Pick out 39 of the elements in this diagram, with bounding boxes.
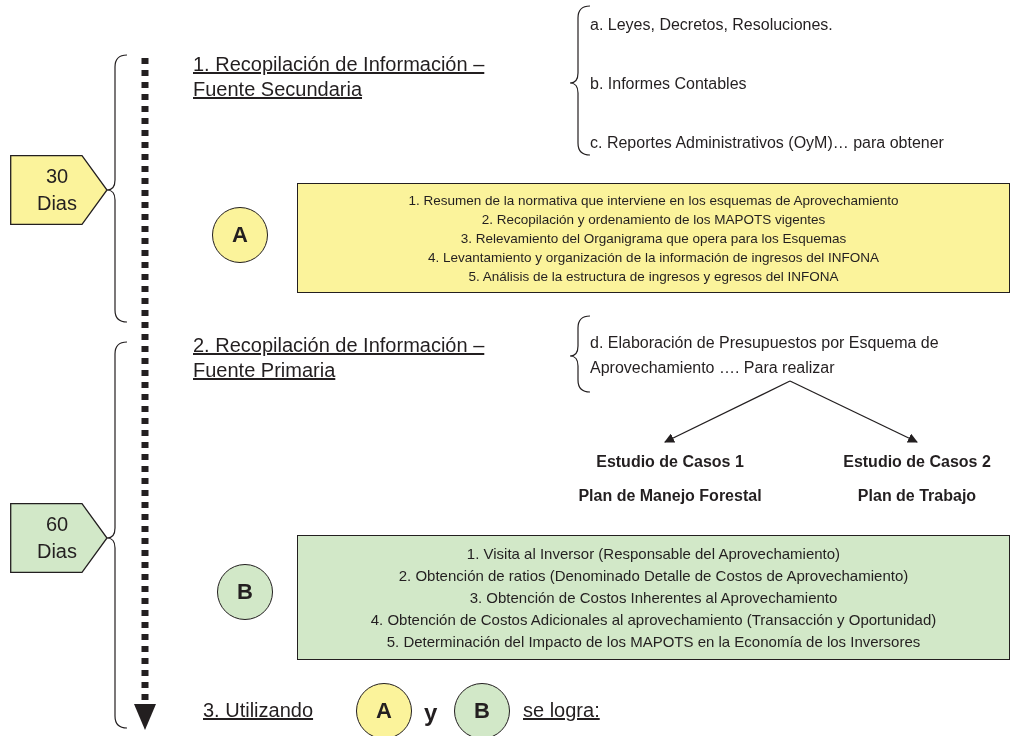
conjunction-text: y bbox=[424, 700, 438, 725]
letter-text: A bbox=[232, 222, 248, 248]
arrow bbox=[664, 380, 791, 443]
section-heading: 1. Recopilación de Información – Fuente Secundaria bbox=[193, 52, 486, 102]
item-text: d. Elaboración de Presupuestos por Esquema de Aprovechamiento …. Para realizar bbox=[590, 333, 940, 378]
letter-circle bbox=[356, 683, 412, 736]
duration-tag bbox=[10, 155, 108, 225]
list-item: 1. Visita al Inversor (Responsable del Aprovechamiento) bbox=[466, 543, 841, 564]
duration-tag bbox=[10, 503, 108, 573]
item-text: b. Informes Contables bbox=[590, 74, 747, 94]
task-list-box bbox=[297, 183, 1010, 293]
letter-text: B bbox=[237, 579, 253, 605]
letter-text: B bbox=[474, 698, 490, 724]
item-text: c. Reportes Administrativos (OyM)… para obtener bbox=[590, 133, 944, 153]
list-item: 1. Resumen de la normativa que interviene en los esquemas de Aprovechamiento bbox=[408, 191, 899, 210]
list-item: 5. Determinación del Impacto de los MAPOTS en la Economía de los Inversores bbox=[386, 631, 921, 652]
section-heading: se logra: bbox=[523, 698, 600, 723]
duration-text: 60 Dias bbox=[36, 512, 78, 564]
list-item: 3. Obtención de Costos Inherentes al Aprovechamiento bbox=[469, 587, 838, 608]
letter-text: A bbox=[376, 698, 392, 724]
case-subtitle: Plan de Manejo Forestal bbox=[577, 486, 763, 506]
case-title: Estudio de Casos 2 bbox=[842, 452, 992, 472]
list-item: 4. Levantamiento y organización de la información de ingresos del INFONA bbox=[428, 248, 879, 267]
list-item: 2. Obtención de ratios (Denominado Detalle de Costos de Aprovechamiento) bbox=[398, 565, 909, 586]
letter-circle bbox=[454, 683, 510, 736]
task-list-box bbox=[297, 535, 1010, 660]
list-item: 4. Obtención de Costos Adicionales al aprovechamiento (Transacción y Oportunidad) bbox=[370, 609, 937, 630]
list-item: 5. Análisis de la estructura de ingresos y egresos del INFONA bbox=[468, 267, 839, 286]
section-heading: 3. Utilizando bbox=[203, 698, 314, 723]
case-subtitle: Plan de Trabajo bbox=[856, 486, 978, 506]
section-heading: 2. Recopilación de Información – Fuente Primaria bbox=[193, 333, 486, 383]
duration-text: 30 Dias bbox=[36, 164, 78, 216]
case-title: Estudio de Casos 1 bbox=[595, 452, 745, 472]
list-item: 2. Recopilación y ordenamiento de los MAPOTS vigentes bbox=[481, 210, 826, 229]
letter-circle bbox=[217, 564, 273, 620]
letter-circle bbox=[212, 207, 268, 263]
arrow bbox=[789, 380, 918, 443]
item-text: a. Leyes, Decretos, Resoluciones. bbox=[590, 15, 833, 35]
list-item: 3. Relevamiento del Organigrama que opera para los Esquemas bbox=[460, 229, 847, 248]
